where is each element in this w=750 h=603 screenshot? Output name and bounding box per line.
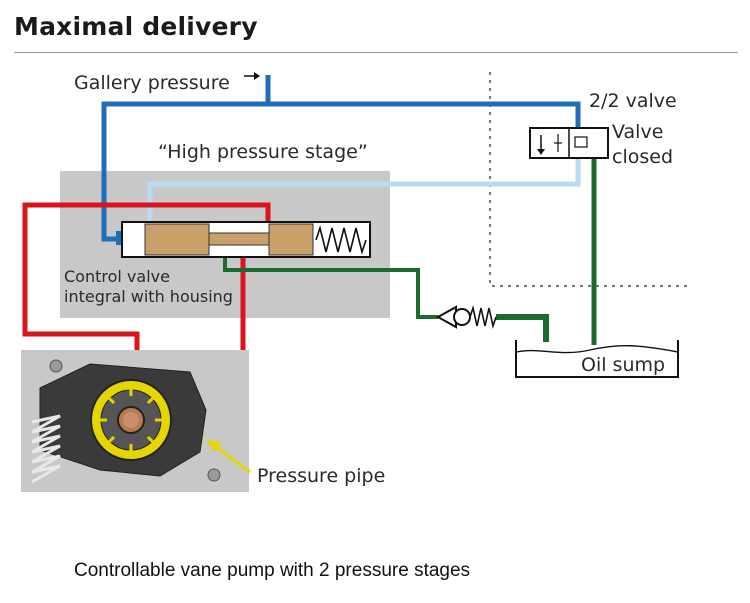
check-valve-outlet — [496, 314, 549, 342]
piston-land-right — [268, 223, 314, 256]
gallery-pressure-label: Gallery pressure — [74, 72, 230, 94]
oil-sump-level — [515, 344, 679, 354]
return-line — [223, 256, 438, 319]
high-pressure-stage-label: “High pressure stage” — [158, 141, 368, 163]
valve-22-label: 2/2 valve — [589, 90, 677, 112]
pressure-pipe-pointer — [215, 445, 251, 474]
pump-bolt-top — [49, 359, 63, 373]
figure-caption: Controllable vane pump with 2 pressure s… — [74, 560, 471, 581]
valve-closed-label-1: Valve — [612, 121, 664, 143]
piston-land-left — [144, 223, 210, 256]
oil-sump-label: Oil sump — [581, 354, 666, 376]
valve-22-actuator — [574, 136, 588, 148]
check-valve-spring — [469, 305, 497, 329]
pump-spring — [31, 414, 61, 484]
title-divider — [14, 52, 738, 53]
page-title: Maximal delivery — [14, 12, 258, 41]
pump-vanes — [99, 388, 163, 452]
control-valve-label-2: integral with housing — [64, 287, 233, 306]
control-valve-spring — [315, 225, 367, 255]
piston-rod — [208, 232, 270, 246]
gallery-to-valve-line — [268, 101, 581, 128]
control-valve-label-1: Control valve — [64, 267, 170, 286]
pressure-pipe-label: Pressure pipe — [257, 465, 386, 487]
gallery-pressure-line — [101, 75, 271, 242]
oil-sump-tank — [515, 340, 679, 378]
pump-bolt-bottom — [207, 468, 221, 482]
valve-22-arrowhead — [537, 149, 545, 155]
pressure-line-left — [22, 202, 271, 352]
check-valve-ball — [453, 308, 471, 326]
pump-shaft-center — [123, 412, 139, 428]
valve-closed-label-2: closed — [612, 146, 673, 168]
pressure-pipe-arrowhead — [206, 440, 222, 452]
gallery-arrowhead — [254, 72, 260, 80]
